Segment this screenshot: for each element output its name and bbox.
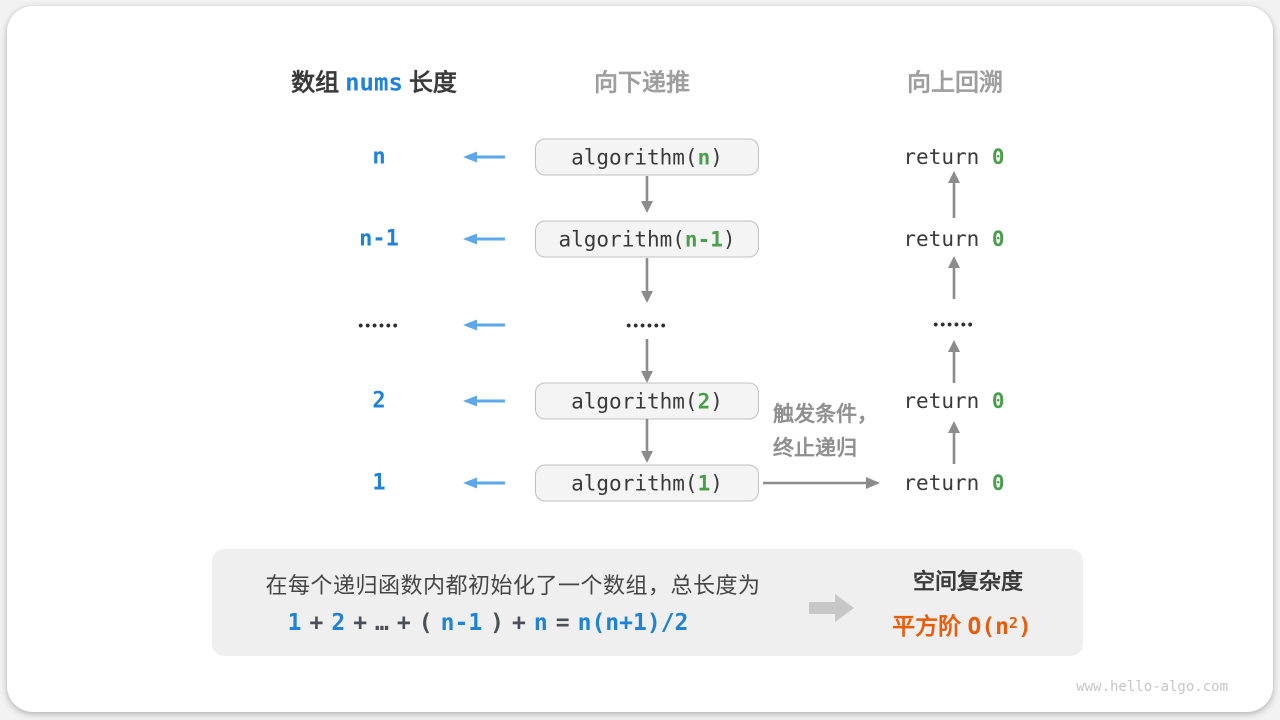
call-post: ) bbox=[722, 227, 736, 251]
call-box-n-1: algorithm(n-1) bbox=[535, 220, 759, 258]
formula-token: = bbox=[555, 610, 570, 636]
call-pre: algorithm( bbox=[558, 227, 685, 251]
complexity-order-label: 平方阶 bbox=[892, 613, 968, 639]
call-pre: algorithm( bbox=[571, 471, 698, 495]
left-arrow-icon bbox=[463, 233, 505, 245]
base-case-arrow-icon bbox=[763, 477, 880, 489]
header-nums-code: nums bbox=[345, 68, 403, 97]
return-statement: return 0 bbox=[903, 471, 1004, 495]
return-keyword: return bbox=[903, 389, 992, 413]
formula-token: 2 bbox=[331, 610, 346, 636]
annotation-line-2: 终止递归 bbox=[773, 437, 857, 460]
summary-formula: 1 +2 + … + ( n-1) + n = n(n+1)/2 bbox=[284, 610, 693, 636]
left-arrow-icon bbox=[463, 477, 505, 489]
down-arrow-icon bbox=[641, 176, 653, 213]
left-arrow-icon bbox=[463, 395, 505, 407]
watermark: www.hello-algo.com bbox=[1076, 679, 1228, 695]
length-label-n: n bbox=[372, 144, 386, 170]
return-value: 0 bbox=[991, 145, 1005, 169]
complexity-title: 空间复杂度 bbox=[912, 569, 1024, 594]
ellipsis-left: •••••• bbox=[358, 317, 400, 333]
call-arg: n-1 bbox=[684, 227, 723, 251]
call-post: ) bbox=[710, 145, 723, 169]
return-statement: return 0 bbox=[903, 145, 1004, 169]
formula-token: + bbox=[309, 610, 324, 636]
formula-token: … bbox=[375, 610, 389, 636]
call-post: ) bbox=[710, 471, 723, 495]
call-box-2: algorithm(2) bbox=[535, 382, 759, 420]
call-box-n: algorithm(n) bbox=[535, 138, 759, 176]
formula-token: n(n+1)/2 bbox=[577, 610, 689, 636]
return-keyword: return bbox=[903, 471, 992, 495]
formula-token: n-1 bbox=[440, 610, 483, 636]
summary-text: 在每个递归函数内都初始化了一个数组，总长度为 bbox=[265, 573, 761, 598]
length-label-2: 2 bbox=[372, 388, 386, 414]
big-o-exponent: 2 bbox=[1009, 614, 1019, 632]
length-label-1: 1 bbox=[372, 470, 386, 496]
annotation-line-1: 触发条件， bbox=[773, 403, 878, 426]
return-keyword: return bbox=[903, 227, 992, 251]
length-label-n-1: n-1 bbox=[359, 226, 399, 252]
header-recurse-down: 向下递推 bbox=[594, 69, 690, 97]
ellipsis-middle: •••••• bbox=[626, 317, 668, 333]
call-post: ) bbox=[710, 389, 723, 413]
left-arrow-icon bbox=[463, 319, 505, 331]
formula-token: 1 bbox=[287, 610, 302, 636]
call-arg: 2 bbox=[697, 389, 711, 413]
up-arrow-icon bbox=[948, 421, 960, 464]
call-box-1: algorithm(1) bbox=[535, 464, 759, 502]
header-array-pre: 数组 bbox=[291, 69, 340, 97]
formula-token: ) bbox=[490, 610, 505, 636]
up-arrow-icon bbox=[948, 340, 960, 383]
call-pre: algorithm( bbox=[571, 389, 698, 413]
formula-token: + bbox=[353, 610, 368, 636]
formula-token: + bbox=[396, 610, 411, 636]
ellipsis-right: •••••• bbox=[933, 316, 975, 332]
call-arg: 1 bbox=[697, 471, 711, 495]
call-arg: n bbox=[697, 145, 711, 169]
summary-panel bbox=[212, 549, 1083, 656]
base-case-annotation: 触发条件， 终止递归 bbox=[773, 398, 878, 466]
big-right-arrow-icon bbox=[809, 594, 854, 622]
return-value: 0 bbox=[991, 227, 1005, 251]
left-arrow-icon bbox=[463, 151, 505, 163]
return-keyword: return bbox=[903, 145, 992, 169]
big-o-close: ) bbox=[1018, 614, 1032, 640]
big-o-notation: O(n bbox=[967, 614, 1010, 640]
return-value: 0 bbox=[991, 471, 1005, 495]
formula-token: + bbox=[512, 610, 526, 636]
formula-token: ( bbox=[418, 610, 433, 636]
header-array-post: 长度 bbox=[408, 69, 457, 97]
down-arrow-icon bbox=[641, 339, 653, 383]
return-statement: return 0 bbox=[903, 389, 1004, 413]
call-pre: algorithm( bbox=[571, 145, 698, 169]
up-arrow-icon bbox=[948, 171, 960, 218]
complexity-value: 平方阶 O(n2) bbox=[892, 607, 1032, 641]
return-statement: return 0 bbox=[903, 227, 1004, 251]
up-arrow-icon bbox=[948, 256, 960, 299]
down-arrow-icon bbox=[641, 419, 653, 463]
header-backtrack-up: 向上回溯 bbox=[907, 69, 1003, 97]
return-value: 0 bbox=[991, 389, 1005, 413]
formula-token: n bbox=[533, 610, 548, 636]
down-arrow-icon bbox=[641, 258, 653, 303]
